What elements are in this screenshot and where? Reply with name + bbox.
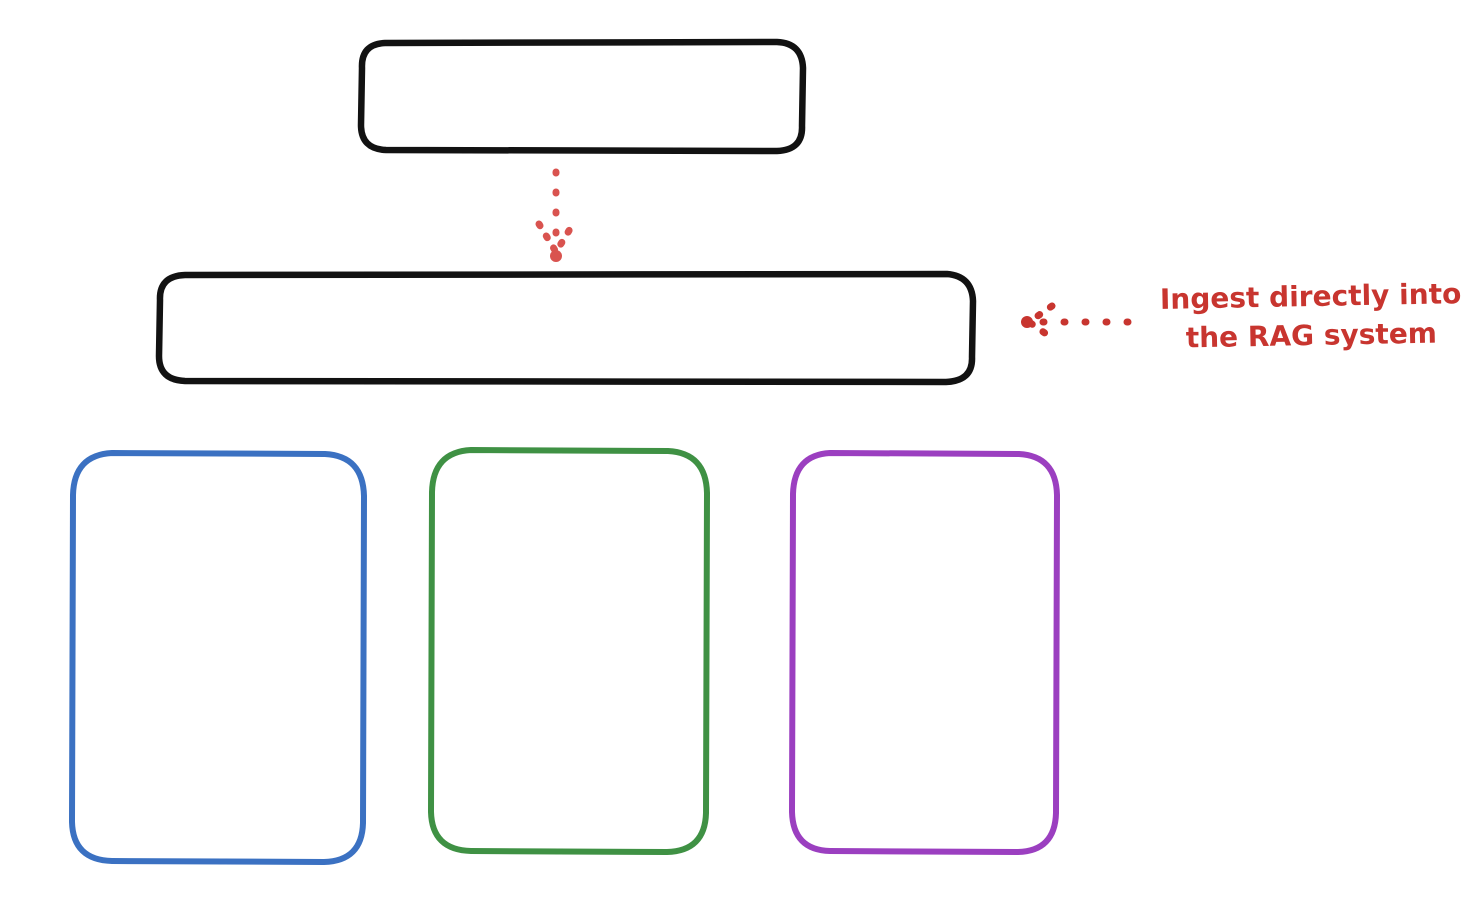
vector-io-sublabel: VectorIndex xyxy=(136,733,300,765)
ingest-annotation-text: Ingest directly into the RAG system xyxy=(1159,277,1462,355)
relational-io-label: RelationalIO (insert_sql, query_sql) xyxy=(841,565,1008,668)
node-relational-io[interactable]: RelationalIO (insert_sql, query_sql) SQL… xyxy=(788,449,1061,857)
arrow-ingest-to-rag-tool xyxy=(1021,302,1132,342)
vector-io-label: VectorIO (insert_chunks, delete_chunks, … xyxy=(113,553,323,690)
arrow-agent-to-rag-tool xyxy=(535,168,577,262)
key-value-io-label: KeyValueIO (set_key, delete_key, get) xyxy=(458,564,680,666)
relational-io-sublabel: SQLTable xyxy=(863,711,986,743)
node-rag-tool[interactable]: RAG Tool xyxy=(155,270,977,386)
node-vector-io[interactable]: VectorIO (insert_chunks, delete_chunks, … xyxy=(68,449,368,867)
key-value-io-sublabel: KeyValueIndex xyxy=(468,709,670,741)
node-agent[interactable]: AGENT xyxy=(357,38,807,155)
node-key-value-io[interactable]: KeyValueIO (set_key, delete_key, get) Ke… xyxy=(427,446,711,857)
rag-tool-label: RAG Tool xyxy=(499,310,632,345)
agent-label: AGENT xyxy=(520,78,643,113)
